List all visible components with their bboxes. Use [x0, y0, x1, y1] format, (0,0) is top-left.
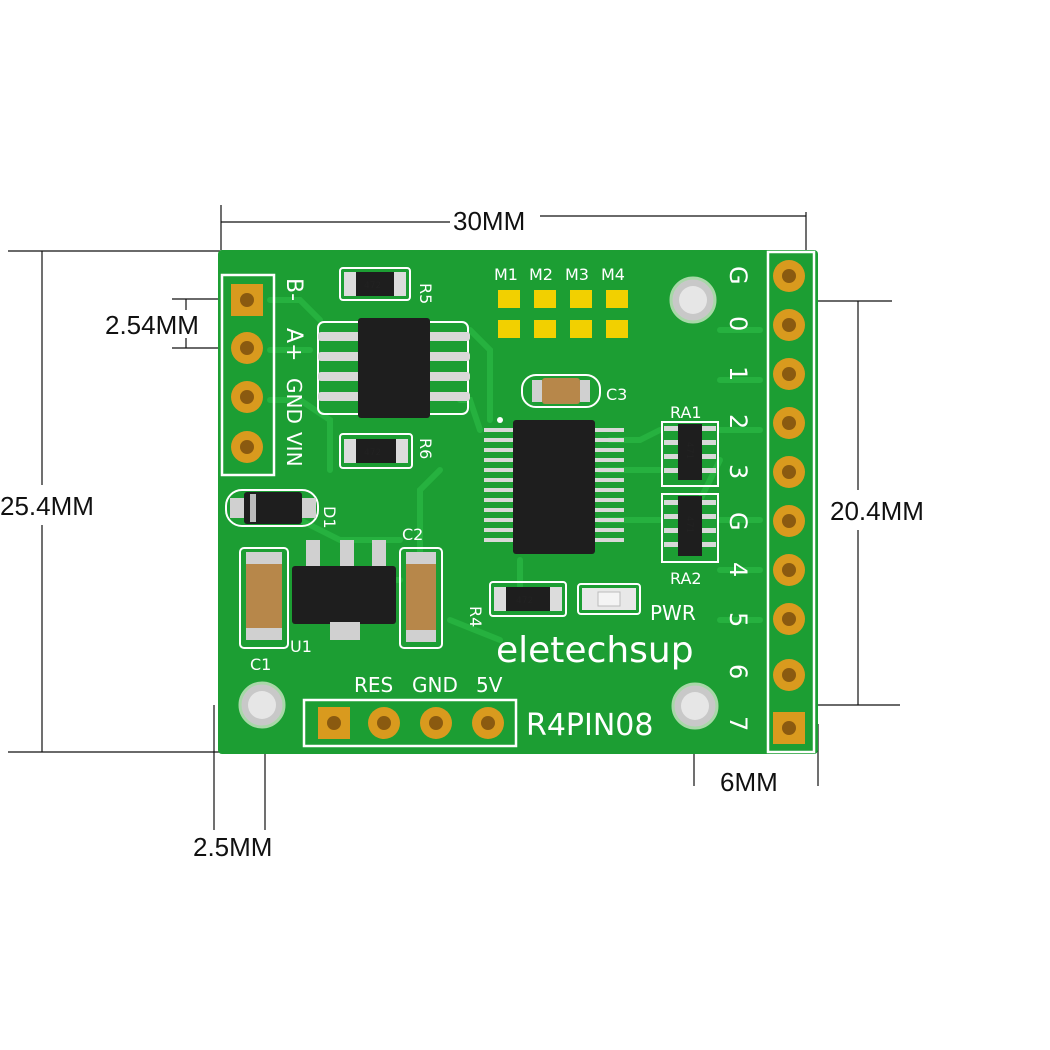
left-header-outline: [220, 273, 276, 477]
ref-c1: C1: [250, 655, 271, 674]
label-pin-4: 4: [724, 562, 752, 577]
pwr-led: [577, 583, 641, 615]
capacitor-c3: [521, 374, 601, 408]
label-m3: M3: [565, 265, 589, 284]
left-header-pads: [231, 284, 263, 463]
ref-d1: D1: [320, 506, 339, 529]
resistor-r5: 472: [339, 267, 411, 301]
dim-left-offset-label: 2.5MM: [193, 832, 272, 862]
model-label: R4PIN08: [526, 708, 654, 743]
soic8-chip: [317, 318, 470, 418]
ref-ra2: RA2: [670, 569, 702, 588]
ref-c2: C2: [402, 525, 423, 544]
left-header-labels: B- A+ GND VIN: [281, 278, 306, 467]
resistor-r6: 472: [339, 433, 413, 469]
label-m2: M2: [529, 265, 553, 284]
ref-u1: U1: [290, 637, 312, 656]
diode-d1: [225, 489, 319, 527]
ra2-code: 471: [684, 516, 694, 533]
label-gnd: GND: [282, 378, 306, 424]
right-header-pads: [773, 260, 805, 744]
label-b-minus: B-: [281, 278, 306, 301]
resistor-array-ra2: 471: [661, 493, 719, 563]
label-pin-5: 5: [724, 612, 752, 627]
r5-code: 472: [364, 281, 381, 291]
capacitor-c1: [239, 547, 289, 649]
ra1-code: 471: [684, 442, 694, 459]
label-m4: M4: [601, 265, 625, 284]
ref-pwr: PWR: [650, 601, 696, 625]
dim-right-offset-label: 6MM: [720, 767, 778, 797]
ref-r4: R4: [466, 606, 485, 627]
ref-ra1: RA1: [670, 403, 702, 422]
label-a-plus: A+: [281, 328, 306, 361]
dim-height-label: 25.4MM: [0, 491, 94, 521]
bottom-header-labels: RES GND 5V: [354, 673, 503, 697]
ref-r5: R5: [416, 283, 435, 304]
dim-pitch-label: 2.54MM: [105, 310, 199, 340]
label-vin: VIN: [282, 432, 306, 467]
label-pin-0: 0: [724, 316, 752, 331]
label-5v: 5V: [476, 673, 503, 697]
label-pin-3: 3: [724, 464, 752, 479]
label-pin-g-top: G: [724, 266, 752, 285]
resistor-array-ra1: 471: [661, 421, 719, 487]
dim-width-label: 30MM: [453, 206, 525, 236]
bottom-header-outline: [302, 698, 518, 748]
label-pin-7: 7: [724, 716, 752, 731]
label-m1: M1: [494, 265, 518, 284]
ref-c3: C3: [606, 385, 627, 404]
label-pin-2: 2: [724, 414, 752, 429]
bottom-header-pads: [318, 707, 504, 739]
jumper-pads: M1 M2 M3 M4: [494, 265, 628, 338]
label-res: RES: [354, 673, 393, 697]
tssop-main-chip: [484, 417, 624, 554]
ref-r6: R6: [416, 438, 435, 459]
dim-hole-span-label: 20.4MM: [830, 496, 924, 526]
resistor-r4: 472: [489, 581, 567, 617]
label-bottom-gnd: GND: [412, 673, 458, 697]
r6-code: 472: [364, 448, 381, 458]
r4-code: 472: [516, 596, 533, 606]
right-header-labels: G 0 1 2 3 G 4 5 6 7: [724, 266, 752, 731]
label-pin-6: 6: [724, 664, 752, 679]
label-pin-1: 1: [724, 366, 752, 381]
brand-label: eletechsup: [496, 630, 694, 671]
label-pin-g-mid: G: [724, 512, 752, 531]
right-header-outline: [766, 250, 816, 754]
mounting-holes: [238, 276, 719, 730]
regulator-u1: [292, 540, 396, 640]
capacitor-c2: [399, 547, 443, 649]
